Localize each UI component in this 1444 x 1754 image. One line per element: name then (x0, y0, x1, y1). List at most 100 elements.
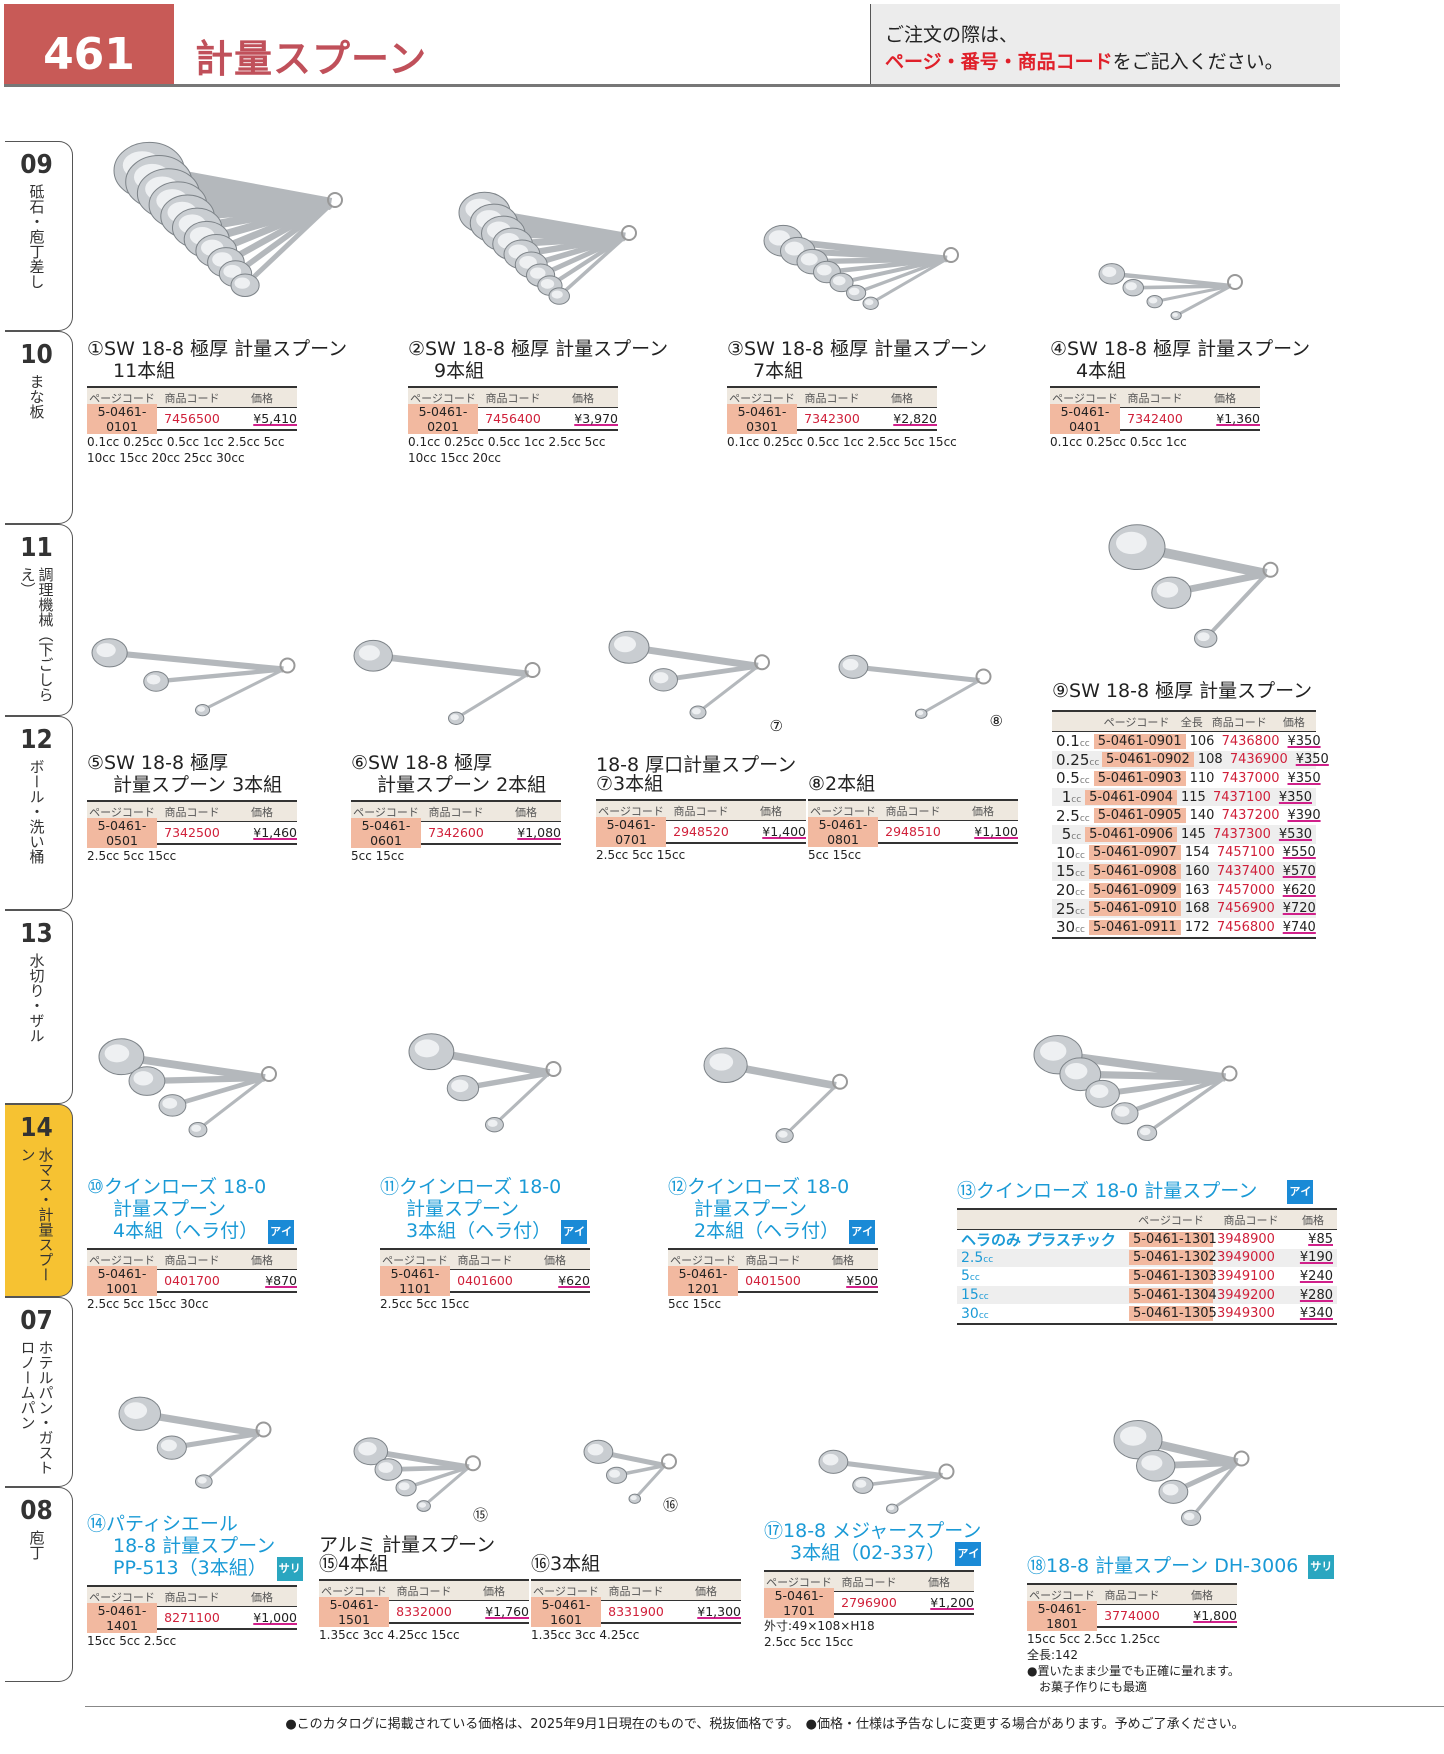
header-price: 価格 (251, 1590, 273, 1604)
title-text: SW 18-8 極厚 計量スプーン (1067, 338, 1311, 360)
product-image-4 (1095, 250, 1255, 330)
spec-line: 15cc 5cc 2.5cc (87, 1634, 177, 1648)
header-cell: 商品コード (1223, 1213, 1279, 1227)
product-number: ⑰ (764, 1520, 784, 1542)
title-text: パティシエール (106, 1513, 238, 1535)
product-specs: 2.5cc 5cc 15cc 30cc (87, 1296, 302, 1312)
spec-line: お菓子作りにも最適 (1027, 1680, 1148, 1694)
spoon-handle (155, 667, 284, 684)
spoon-handle (697, 665, 759, 714)
spoon-handle (372, 652, 529, 678)
header-page-code: ページコード (321, 1584, 387, 1598)
title-line: 9本組 (408, 360, 623, 382)
table-header: ページコード商品コード価格 (808, 801, 1018, 821)
product-image-6 (350, 620, 560, 740)
header-page-code: ページコード (766, 1575, 832, 1589)
title-line: 3本組（02-337）アイ (764, 1542, 982, 1566)
supplier-badge-icon: アイ (955, 1542, 982, 1566)
title-text: SW 18-8 極厚 計量スプーン (744, 338, 988, 360)
product-code: 8271100 (164, 1610, 220, 1625)
spoon-highlight (1064, 1063, 1088, 1080)
product-specs: 2.5cc 5cc 15cc (87, 848, 302, 864)
length: 140 (1189, 808, 1215, 824)
key-ring (832, 1073, 848, 1090)
key-ring (279, 657, 296, 674)
title-text: 計量スプーン (694, 1198, 808, 1220)
header-product-code: 商品コード (841, 1575, 897, 1589)
product-number: ⑩ (87, 1176, 105, 1198)
header-price: 価格 (695, 1584, 717, 1598)
product-code: 7457100 (1216, 845, 1275, 861)
price: ¥1,400 (762, 824, 806, 839)
page-code: 5-0461-0301 (727, 403, 797, 434)
page-code: 5-0461-0910 (1089, 901, 1181, 917)
spoon-highlight (530, 267, 546, 279)
spoon-handle (493, 1071, 551, 1126)
header-product-code: 商品コード (164, 805, 220, 819)
length: 168 (1184, 901, 1210, 917)
product-number: ⑧ (808, 773, 826, 795)
header-price: 価格 (891, 391, 913, 405)
header-product-code: 商品コード (1104, 1588, 1160, 1602)
size-unit: cc (1071, 795, 1082, 806)
size: 0.5cc (1052, 769, 1094, 787)
spoon-highlight (1089, 1084, 1109, 1098)
supplier-badge-icon: アイ (268, 1220, 295, 1244)
spoon-highlight (104, 1044, 130, 1063)
product-13-title: ⑬クインローズ 18-0 計量スプーンアイ (957, 1180, 1314, 1204)
length: 163 (1184, 882, 1210, 898)
key-ring (621, 225, 637, 241)
page-code: 5-0461-0904 (1085, 789, 1177, 805)
header-page-code: ページコード (353, 805, 419, 819)
side-tab-label: 水切り・ザル (27, 953, 46, 1043)
title-line: ①SW 18-8 極厚 計量スプーン (87, 338, 347, 360)
title-text: 4本組 (338, 1553, 389, 1575)
header-price: 価格 (832, 1253, 854, 1267)
spoon-set-illustration (353, 1437, 481, 1512)
size-unit: cc (1075, 869, 1085, 880)
title-text: 3本組（ヘラ付） (406, 1220, 552, 1242)
spoon-handle (548, 235, 627, 288)
product-number: ⑨ (1052, 680, 1070, 702)
table-header: ページコード商品コード価格 (351, 802, 561, 822)
image-number-label: ⑧ (989, 712, 1003, 730)
side-tab-label: まな板 (27, 374, 46, 419)
spec-line: 5cc 15cc (351, 849, 405, 863)
size: 10cc (1052, 844, 1089, 862)
title-text: 9本組 (434, 360, 485, 382)
spoon-handle (853, 664, 980, 684)
product-code: 3774000 (1104, 1608, 1160, 1623)
key-ring (938, 1463, 955, 1480)
title-line: ⑭パティシエール (87, 1513, 302, 1535)
spec-line: 5cc 15cc (668, 1297, 722, 1311)
product-code: 3949000 (1217, 1250, 1275, 1266)
group-title-thick-spoons: 18-8 厚口計量スプーン (596, 754, 797, 776)
size: 30cc (957, 1306, 1129, 1322)
price: ¥3,970 (574, 411, 618, 426)
spec-line: 2.5cc 5cc 15cc (596, 848, 686, 862)
page-code: 5-0461-1501 (319, 1596, 389, 1627)
title-line: ⑥SW 18-8 極厚 (351, 752, 566, 774)
spec-line: 0.1cc 0.25cc 0.5cc 1cc 2.5cc 5cc 15cc (727, 435, 957, 449)
product-image-14 (115, 1375, 285, 1505)
